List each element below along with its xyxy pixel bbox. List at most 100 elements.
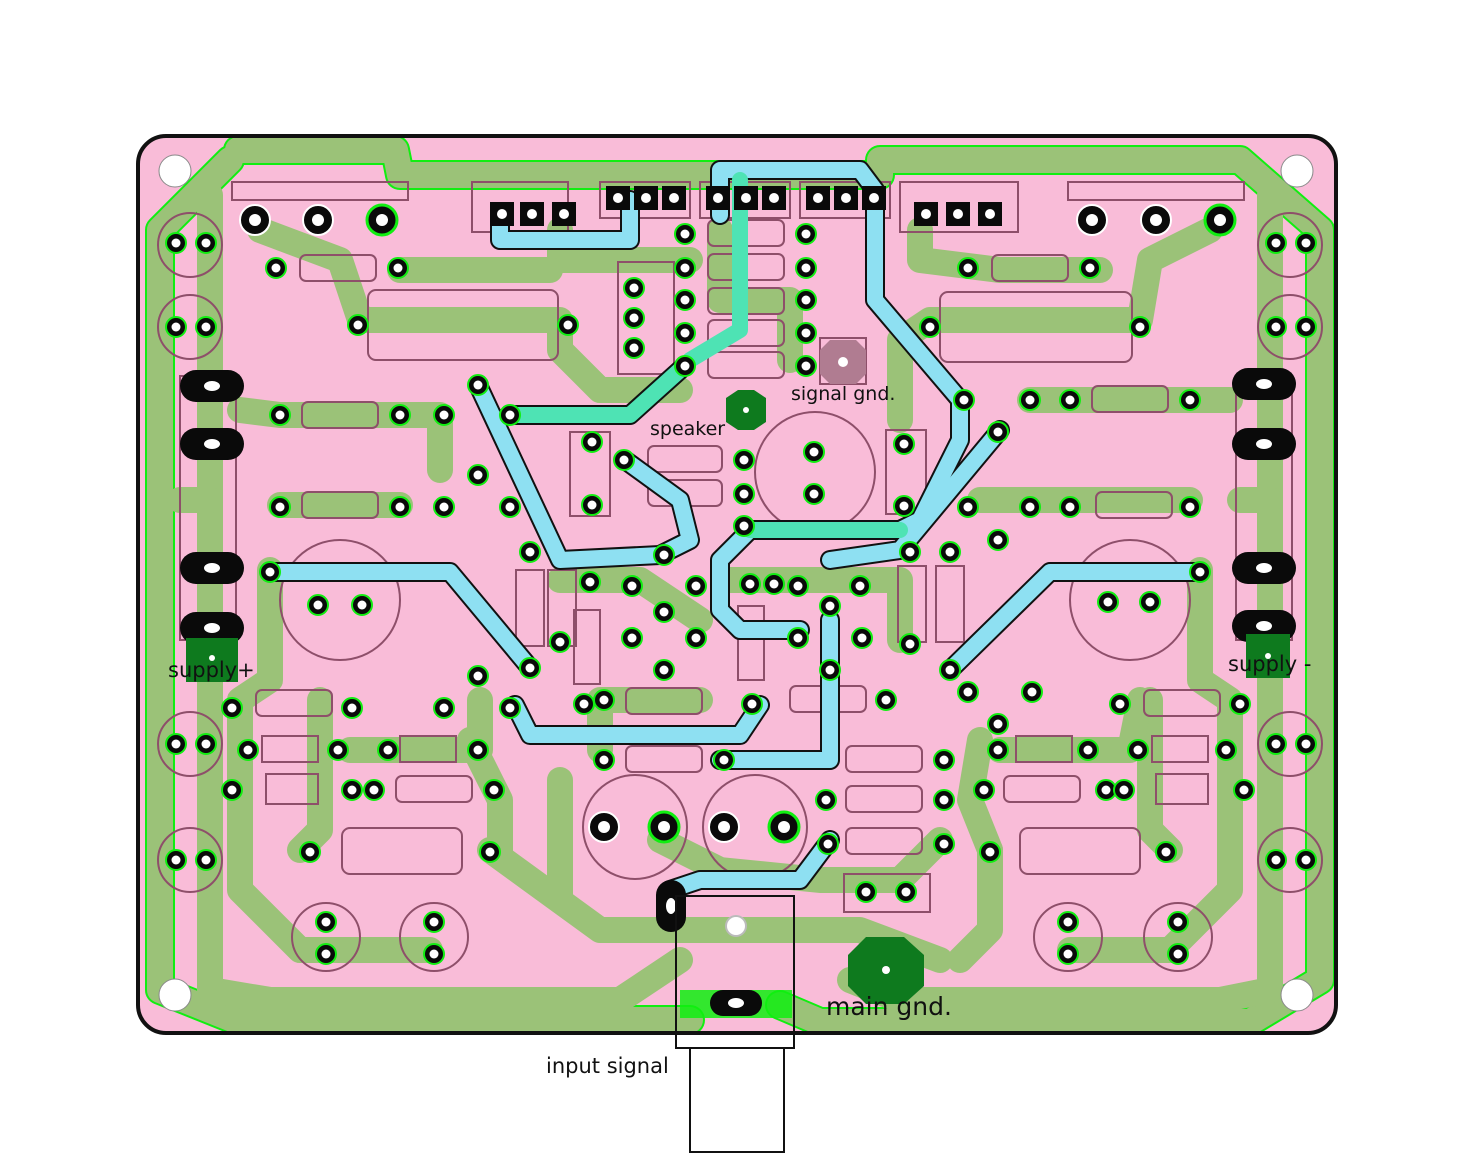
pad-hole [680, 295, 690, 305]
pad-hole [171, 739, 181, 749]
pad-hole [809, 447, 819, 457]
pad-hole [313, 600, 323, 610]
pad-hole [1239, 785, 1249, 795]
pad-hole [305, 847, 315, 857]
pad-hole [1133, 745, 1143, 755]
input-jack-pads [680, 990, 792, 1018]
pad-hole [1195, 567, 1205, 577]
pad-hole [1301, 739, 1311, 749]
pad-hole [1027, 687, 1037, 697]
pad-hole [599, 755, 609, 765]
pad-hole [925, 322, 935, 332]
pad-hole [659, 550, 669, 560]
pad-hole [993, 719, 1003, 729]
pad-hole [383, 745, 393, 755]
input-jack [675, 895, 795, 1153]
pad-hole [905, 639, 915, 649]
pad-hole [680, 263, 690, 273]
pad-hole [1063, 917, 1073, 927]
pad-hole [271, 263, 281, 273]
pad-hole [439, 703, 449, 713]
pad-hole [555, 637, 565, 647]
pad-hole [627, 581, 637, 591]
pad-hole [861, 887, 871, 897]
pad-hole [585, 577, 595, 587]
pad-hole [691, 581, 701, 591]
pad-hole [1301, 238, 1311, 248]
pads [165, 186, 1317, 1016]
pad-hole [905, 547, 915, 557]
pad-hole [393, 263, 403, 273]
pad-hole [243, 745, 253, 755]
pad-hole [1145, 597, 1155, 607]
pad-hole [1173, 949, 1183, 959]
pad-hole [429, 949, 439, 959]
top-copper-traces [260, 160, 1210, 915]
pad-hole [429, 917, 439, 927]
pad-hole [1083, 745, 1093, 755]
pad-hole [395, 502, 405, 512]
pad-hole [627, 633, 637, 643]
pad-hole [1025, 395, 1035, 405]
speaker-label: speaker [650, 418, 726, 440]
pad-hole [1235, 699, 1245, 709]
pad-hole [201, 322, 211, 332]
pad-hole [1185, 395, 1195, 405]
pad-hole [680, 229, 690, 239]
pad-hole [505, 502, 515, 512]
pad-hole [945, 665, 955, 675]
pad-hole [369, 785, 379, 795]
pad-hole [171, 855, 181, 865]
signal-gnd-label: signal gnd. [791, 383, 896, 405]
pad-hole [629, 343, 639, 353]
pad-hole [747, 699, 757, 709]
pad-hole [801, 328, 811, 338]
pad-hole [1161, 847, 1171, 857]
pad-hole [939, 839, 949, 849]
pad-hole [505, 410, 515, 420]
pad-hole [353, 320, 363, 330]
pad-hole [265, 567, 275, 577]
pad-hole [619, 455, 629, 465]
pad-hole [1025, 502, 1035, 512]
pad-hole [659, 607, 669, 617]
pad-hole [739, 455, 749, 465]
green-pads [186, 340, 1290, 1004]
pad-hole [439, 502, 449, 512]
pad-hole [1271, 238, 1281, 248]
pad-hole [489, 785, 499, 795]
supply-plus-label: supply+ [168, 658, 255, 682]
pad-hole [579, 699, 589, 709]
pad-hole [899, 439, 909, 449]
pad-hole [171, 238, 181, 248]
pad-hole [855, 581, 865, 591]
pad-hole [959, 395, 969, 405]
pad-hole [1271, 322, 1281, 332]
pad-hole [275, 410, 285, 420]
pad-hole [825, 665, 835, 675]
pad-hole [201, 855, 211, 865]
pad-hole [945, 547, 955, 557]
pad-hole [525, 547, 535, 557]
pad-hole [227, 703, 237, 713]
pad-hole [801, 263, 811, 273]
pad-hole [321, 917, 331, 927]
pad-hole [801, 229, 811, 239]
pad-hole [1301, 855, 1311, 865]
pad-hole [963, 263, 973, 273]
pad-hole [821, 795, 831, 805]
pad-hole [1065, 395, 1075, 405]
pad-hole [881, 695, 891, 705]
pad-hole [395, 410, 405, 420]
pad-hole [1085, 263, 1095, 273]
pad-hole [275, 502, 285, 512]
pad-hole [473, 380, 483, 390]
pad-hole [473, 745, 483, 755]
pad-hole [1135, 322, 1145, 332]
mounting-hole-top-right [1280, 154, 1314, 188]
pad-hole [993, 427, 1003, 437]
pad-hole [1221, 745, 1231, 755]
pad-hole [899, 501, 909, 511]
pad-hole [823, 839, 833, 849]
